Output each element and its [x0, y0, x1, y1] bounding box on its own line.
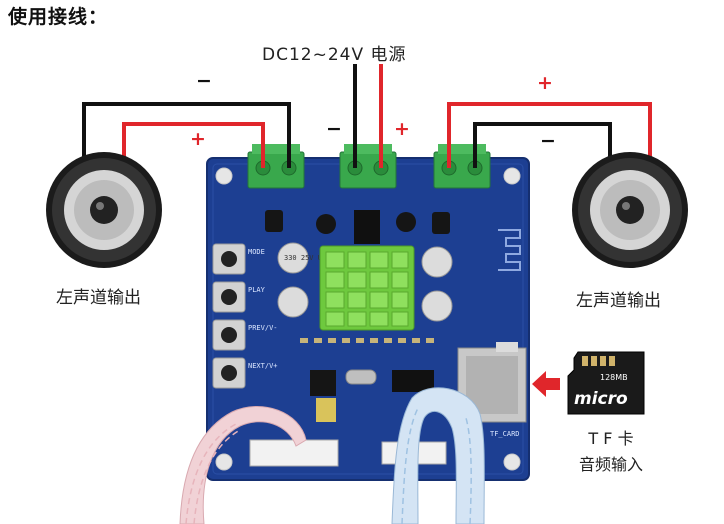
tf-audio-input-label: 音频输入	[578, 455, 643, 474]
btn-next-text: NEXT/V+	[248, 362, 278, 370]
terminal-left	[247, 144, 305, 189]
terminal-right	[433, 144, 491, 189]
right-wire-red	[447, 102, 652, 168]
left-wire-red	[122, 122, 265, 168]
btn-play-text: PLAY	[248, 286, 266, 294]
capacitor	[277, 242, 453, 322]
left-minus-sign: −	[196, 70, 212, 92]
insert-arrow-icon	[532, 371, 560, 397]
power-label: DC12~24V 电源	[262, 45, 407, 65]
right-speaker-label: 左声道输出	[576, 291, 661, 311]
left-speaker-label: 左声道输出	[56, 288, 141, 308]
cap-text: 330 25V UT	[284, 254, 327, 262]
tf-card-slot	[457, 342, 527, 423]
power-minus-sign: −	[326, 118, 342, 140]
tact-buttons	[212, 243, 246, 389]
tf-card-label: T F 卡	[588, 429, 634, 448]
btn-prev-text: PREV/V-	[248, 324, 278, 332]
right-plus-sign: +	[537, 72, 553, 94]
micro-sd-card-icon	[567, 351, 645, 415]
left-speaker	[46, 152, 162, 268]
left-wire-black	[82, 102, 291, 168]
right-wire-black	[473, 122, 612, 168]
page-title: 使用接线：	[8, 6, 109, 28]
power-plus-sign: +	[394, 118, 410, 140]
btn-mode-text: MODE	[248, 248, 265, 256]
heatsink	[319, 245, 415, 331]
right-speaker	[572, 152, 688, 268]
sd-card-capacity: 128MB	[600, 373, 628, 382]
ribbon-cable-pink	[179, 406, 307, 524]
tf-card-pcb-text: TF_CARD	[490, 430, 520, 438]
left-plus-sign: +	[190, 128, 206, 150]
terminal-power	[339, 144, 397, 189]
sd-card-brand: micro	[574, 389, 628, 409]
right-minus-sign: −	[540, 130, 556, 152]
